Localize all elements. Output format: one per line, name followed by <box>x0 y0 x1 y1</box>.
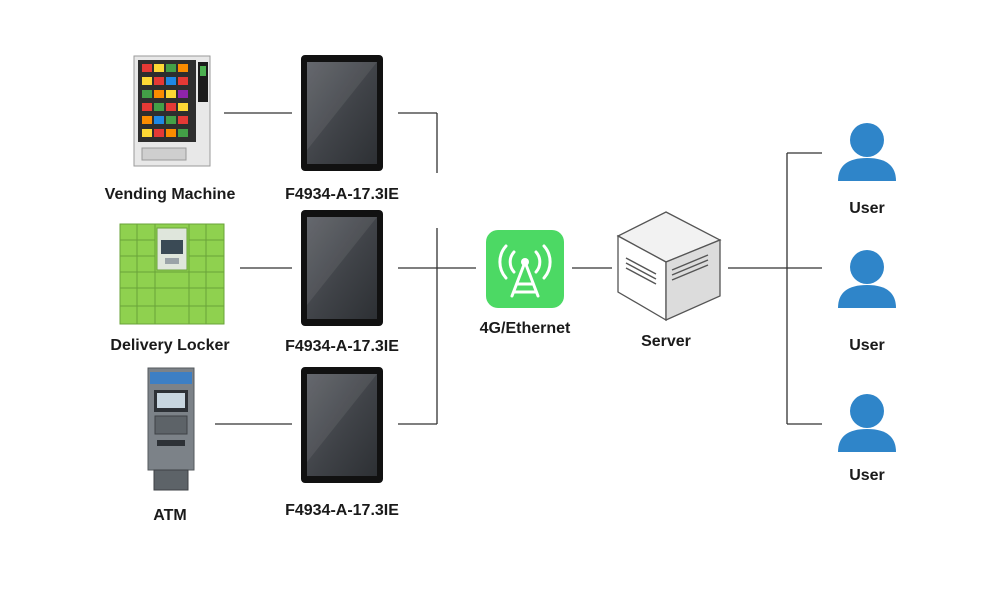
user-label: User <box>849 200 885 217</box>
user-label: User <box>849 467 885 484</box>
panel-label: F4934-A-17.3IE <box>285 186 399 203</box>
device-label-vending-machine: Vending Machine <box>104 186 236 203</box>
atm-icon <box>147 367 195 491</box>
network-label: 4G/Ethernet <box>479 320 571 337</box>
user-icon <box>838 250 896 308</box>
cell-tower-icon <box>486 230 564 308</box>
touch-panel-icon <box>301 55 383 171</box>
touch-panel-icon <box>301 210 383 326</box>
panel-label: F4934-A-17.3IE <box>285 338 399 355</box>
connection-lines <box>215 112 822 425</box>
user-label: User <box>849 337 885 354</box>
device-label-delivery-locker: Delivery Locker <box>110 337 230 354</box>
device-label-atm: ATM <box>153 507 187 524</box>
user-icon <box>838 394 896 452</box>
touch-panel-icon <box>301 367 383 483</box>
server-icon <box>616 211 722 322</box>
server-label: Server <box>641 333 691 350</box>
user-icon <box>838 123 896 181</box>
panel-label: F4934-A-17.3IE <box>285 502 399 519</box>
delivery-locker-icon <box>119 223 225 325</box>
vending-machine-icon <box>133 55 211 167</box>
